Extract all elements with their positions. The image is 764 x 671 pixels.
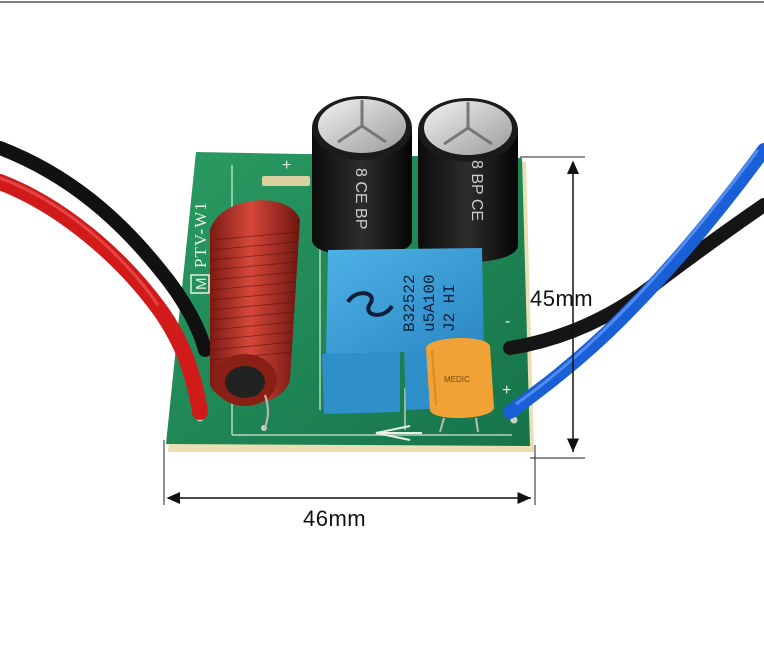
- elec-cap-right-text: 8 BP CE: [468, 160, 485, 221]
- wires-left: [0, 141, 212, 420]
- small-capacitor: MEDIC: [426, 337, 494, 433]
- black-wire-right: [503, 198, 764, 355]
- red-wire: [0, 174, 208, 420]
- height-dimension-label: 45mm: [530, 286, 594, 311]
- electrolytic-capacitor-right: 8 BP CE: [418, 98, 518, 263]
- silk-arrow-icon: [375, 425, 422, 441]
- silk-minus-right: -: [505, 313, 510, 330]
- electrolytic-capacitor-left: 8 CE BP: [312, 96, 412, 257]
- wires-right: [503, 143, 764, 419]
- dimension-height: [520, 156, 585, 459]
- width-dimension-label: 46mm: [303, 506, 367, 531]
- silk-brand-letter: M: [193, 278, 210, 291]
- film-cap-line3: J2 HI: [441, 284, 459, 332]
- dimension-width: [163, 440, 536, 505]
- inductor-coil: [210, 200, 300, 431]
- black-wire: [0, 141, 212, 357]
- silk-plus-top: +: [282, 157, 291, 174]
- elec-cap-left-text: 8 CE BP: [352, 168, 369, 229]
- brand-logo-icon: [346, 291, 394, 317]
- blue-wire: [503, 143, 764, 419]
- film-cap-line2: u5A100: [421, 274, 439, 332]
- silk-model-text: PTV-W1: [191, 201, 210, 268]
- film-cap-line1: B32522: [401, 274, 419, 332]
- small-cap-text: MEDIC: [444, 375, 470, 384]
- silk-plus-right: +: [502, 382, 511, 399]
